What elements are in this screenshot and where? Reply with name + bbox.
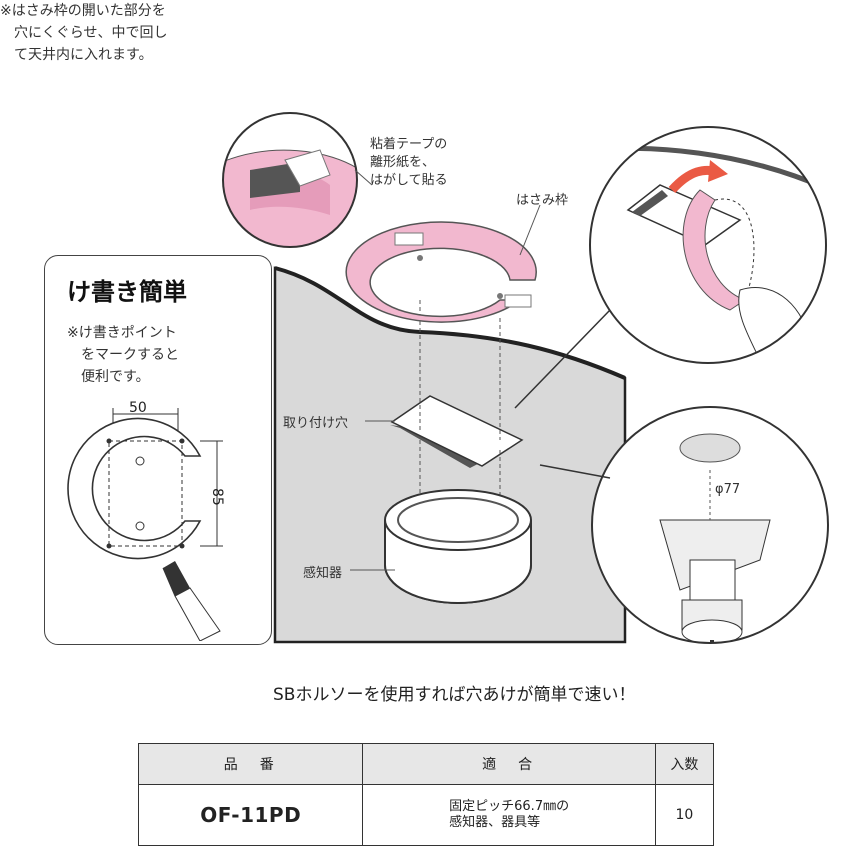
- cell-qty: 10: [654, 784, 715, 846]
- spec-table: 品 番 適 合 入数 OF-11PD 固定ピッチ66.7㎜の 感知器、器具等 1…: [137, 743, 715, 846]
- cell-part-no: OF-11PD: [137, 784, 364, 846]
- top-note: ※はさみ枠の開いた部分を 穴にくぐらせ、中で回し て天井内に入れます。: [0, 3, 168, 63]
- diameter-callout: φ77: [715, 482, 741, 497]
- cell-fit: 固定ピッチ66.7㎜の 感知器、器具等: [362, 784, 656, 846]
- hole-callout: 取り付け穴: [283, 416, 349, 431]
- header-fit: 適 合: [362, 743, 656, 785]
- scissor-frame-ring: [345, 221, 537, 323]
- ceiling-edge-line: [274, 266, 626, 380]
- fit-value: 固定ピッチ66.7㎜の 感知器、器具等: [449, 799, 570, 830]
- dim-width-label: 50: [129, 400, 147, 416]
- marking-panel: け書き簡単 ※け書きポイント をマークすると 便利です。 50 85: [44, 255, 272, 645]
- table-header-row: 品 番 適 合 入数: [137, 743, 715, 785]
- rotate-detail-circle: [514, 126, 827, 409]
- caption: SBホルソーを使用すれば穴あけが簡単で速い！: [273, 685, 636, 705]
- table-row: OF-11PD 固定ピッチ66.7㎜の 感知器、器具等 10: [137, 784, 715, 846]
- marking-template-drawing: [67, 408, 223, 641]
- qty-value: 10: [675, 807, 694, 823]
- sensor-callout: 感知器: [303, 566, 343, 581]
- installation-illustration: [222, 112, 829, 644]
- holesaw-detail-circle: [539, 406, 829, 644]
- header-part-no: 品 番: [137, 743, 364, 785]
- panel-note: ※け書きポイント をマークすると 便利です。: [67, 325, 179, 385]
- dim-height-label: 85: [209, 488, 225, 506]
- sensor-detector-drawing: [384, 489, 532, 604]
- tape-callout: 粘着テープの 離形紙を、 はがして貼る: [370, 137, 448, 188]
- header-qty: 入数: [654, 743, 715, 785]
- tape-detail-circle: [222, 112, 358, 248]
- part-no-value: OF-11PD: [200, 803, 302, 827]
- panel-title: け書き簡単: [67, 278, 187, 306]
- mounting-hole-sheet: [390, 395, 524, 467]
- frame-callout: はさみ枠: [516, 193, 569, 208]
